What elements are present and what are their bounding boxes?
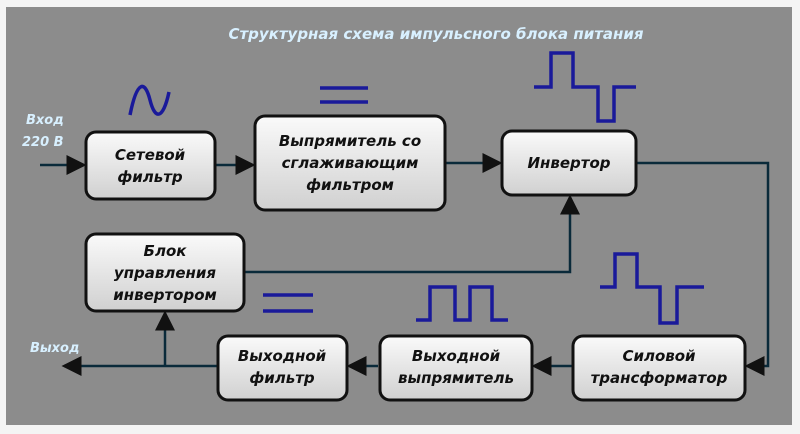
svg-text:сглаживающим: сглаживающим [282, 154, 419, 172]
output-filter-block: Выходной фильтр [216, 334, 349, 402]
power-transformer-block: Силовой трансформатор [571, 334, 747, 402]
svg-text:фильтр: фильтр [249, 369, 315, 387]
svg-text:Выпрямитель со: Выпрямитель со [279, 132, 421, 150]
svg-text:фильтр: фильтр [117, 168, 183, 186]
output-rectifier-block: Выходной выпрямитель [378, 334, 534, 402]
wire-inverter-transformer [636, 161, 770, 376]
rectifier-block: Выпрямитель со сглаживающим фильтром [253, 114, 447, 212]
output-label: Выход [30, 341, 79, 356]
svg-text:Блок: Блок [144, 242, 188, 260]
network-filter-block: Сетевой фильтр [84, 130, 217, 201]
svg-text:фильтром: фильтром [306, 176, 394, 194]
control-block: Блок управления инвертором [84, 232, 246, 313]
pulse-wave-icon [416, 285, 508, 322]
svg-text:Сетевой: Сетевой [115, 146, 186, 164]
input-label: Вход [26, 113, 64, 128]
dc-equals-icon-2 [263, 293, 313, 313]
inverter-block: Инвертор [500, 129, 638, 197]
sine-wave-icon [128, 84, 171, 116]
svg-text:управления: управления [114, 264, 217, 282]
input-voltage-label: 220 В [22, 135, 64, 150]
svg-text:Инвертор: Инвертор [527, 154, 610, 172]
svg-text:трансформатор: трансформатор [591, 369, 728, 387]
square-ac-wave-icon [534, 51, 636, 123]
svg-text:Выходной: Выходной [238, 347, 327, 365]
control-wire [244, 194, 580, 274]
diagram-title: Структурная схема импульсного блока пита… [228, 25, 643, 43]
svg-text:Силовой: Силовой [622, 347, 696, 365]
dc-equals-icon [320, 86, 368, 104]
square-ac-wave-icon-2 [600, 252, 704, 325]
svg-text:инвертором: инвертором [113, 286, 217, 304]
svg-text:выпрямитель: выпрямитель [398, 369, 514, 387]
svg-text:Выходной: Выходной [412, 347, 501, 365]
